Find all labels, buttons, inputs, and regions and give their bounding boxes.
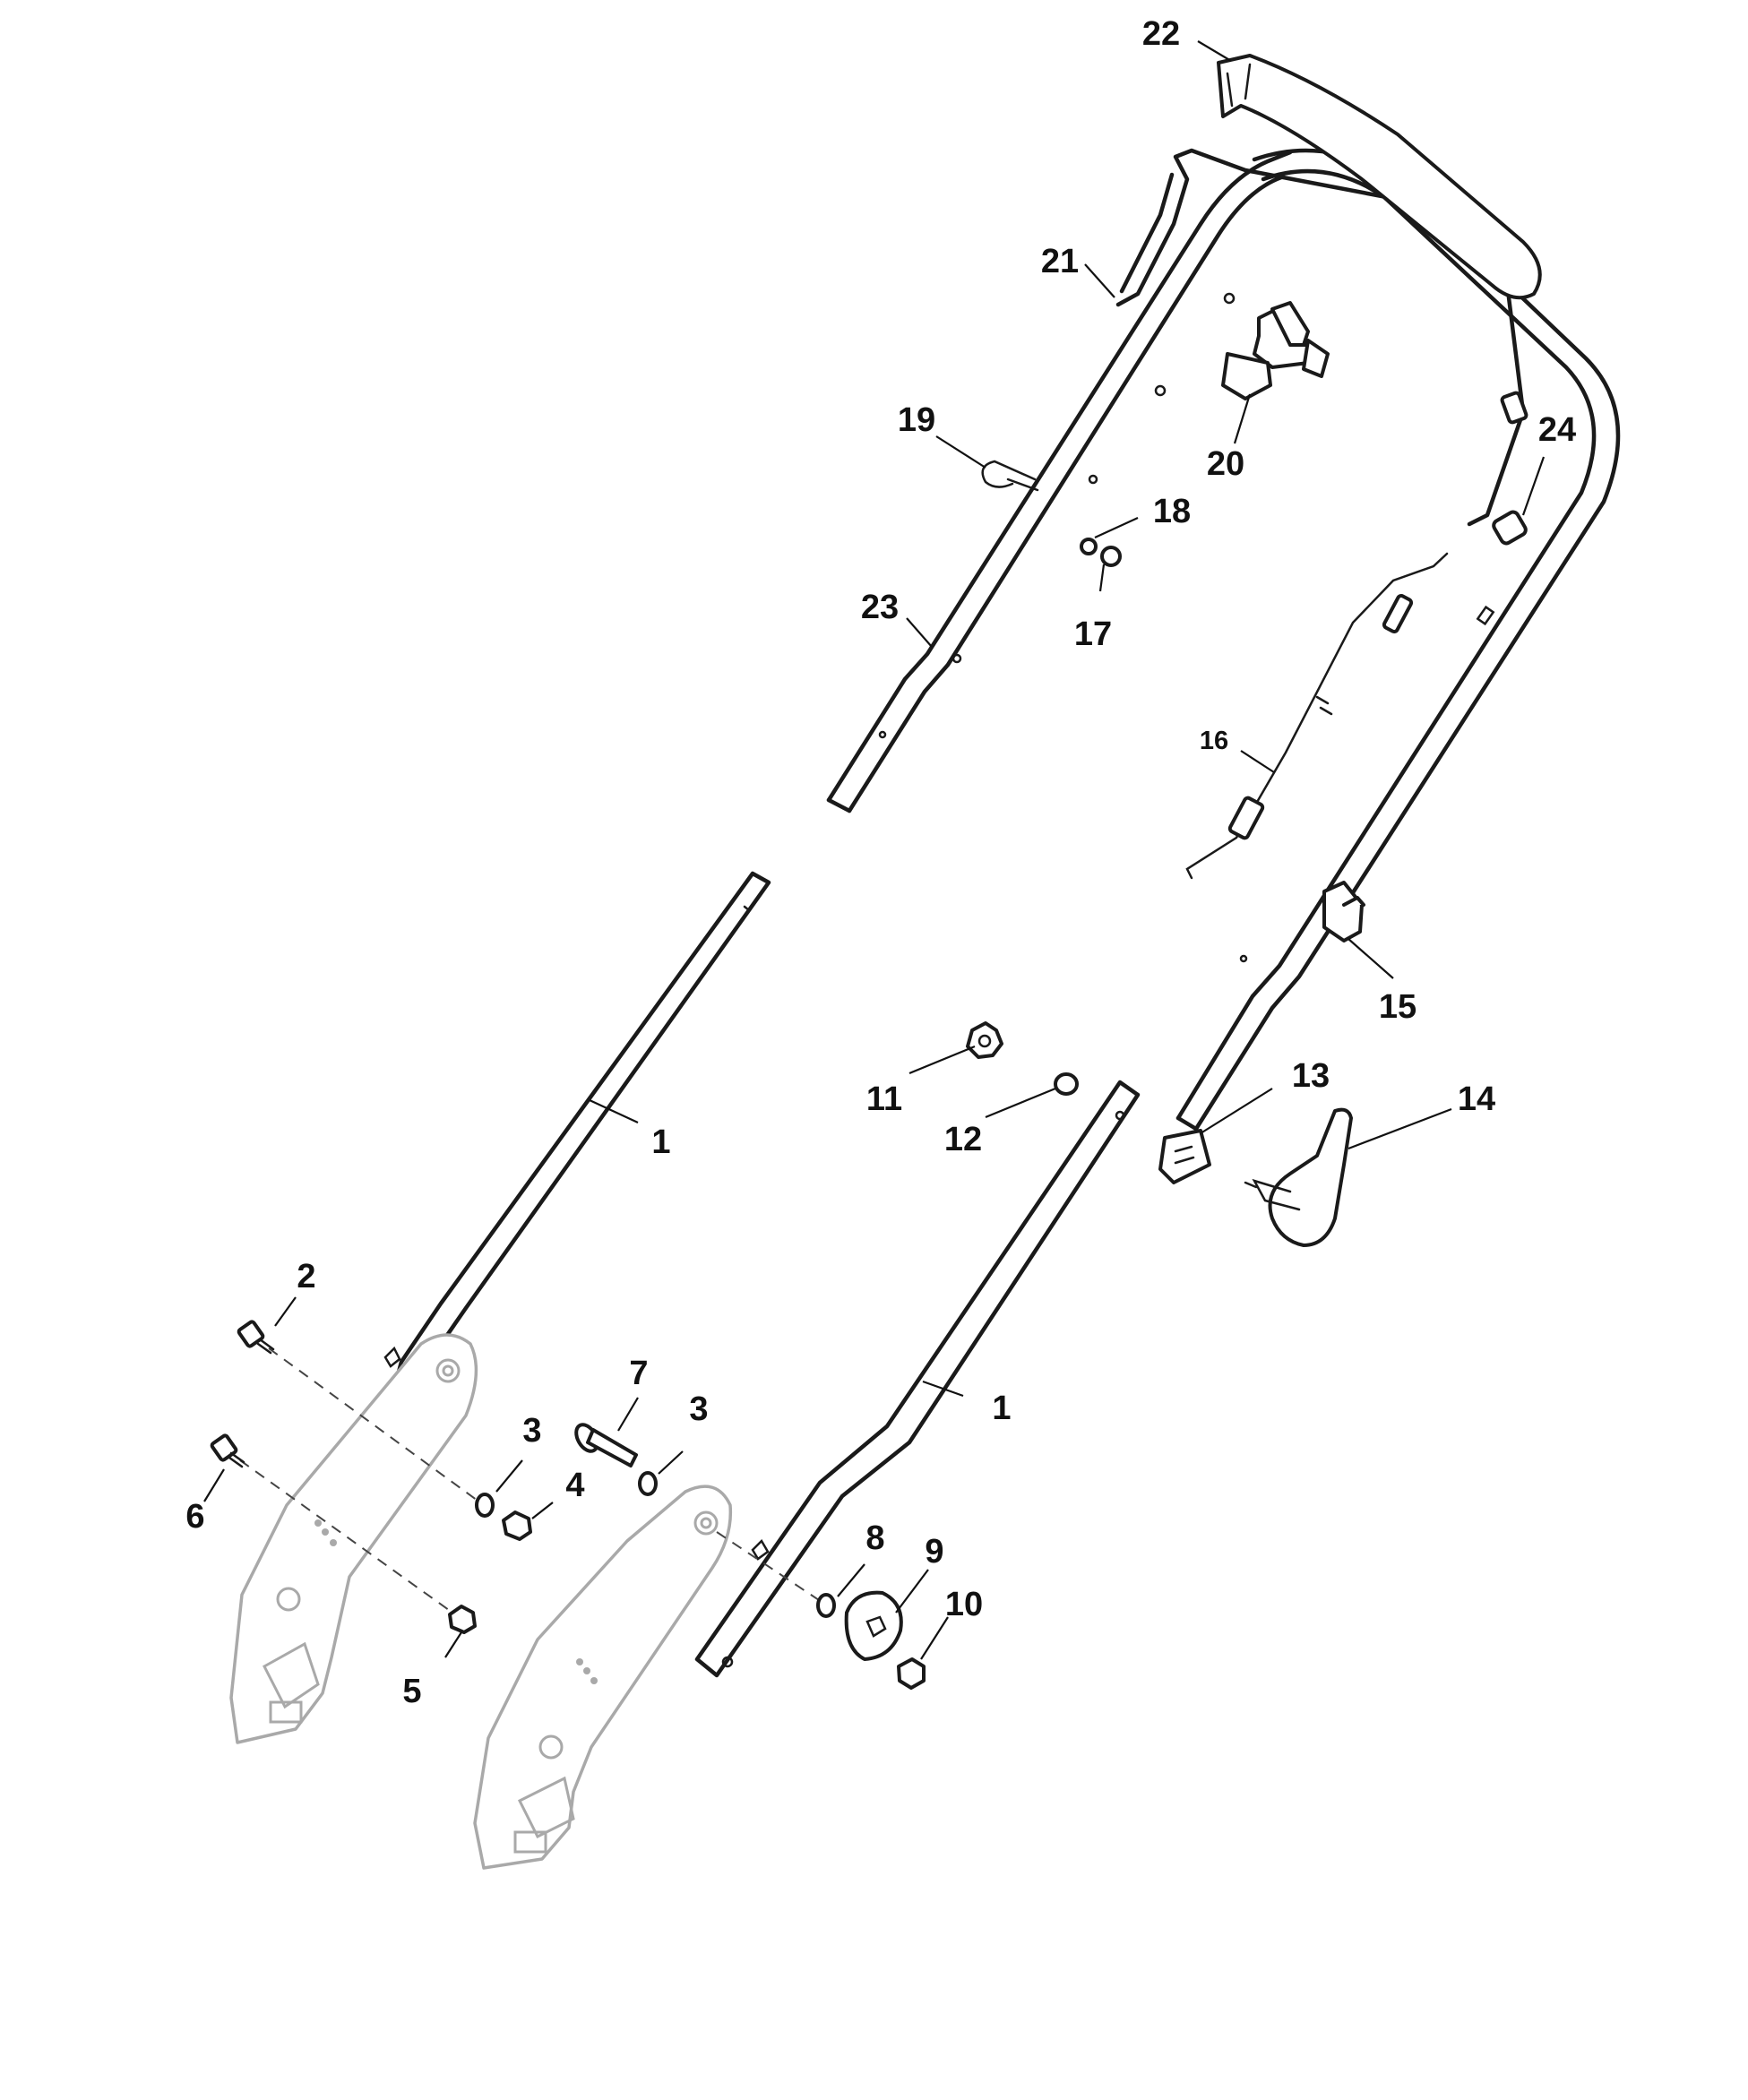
nut-4 — [502, 1510, 532, 1541]
callout-18: 18 — [1153, 493, 1191, 530]
callout-9: 9 — [925, 1533, 943, 1571]
callout-5: 5 — [402, 1673, 421, 1710]
bolt-2 — [237, 1320, 275, 1355]
handle-grip — [1217, 54, 1542, 300]
nut-10 — [897, 1657, 926, 1690]
callout-6: 6 — [185, 1498, 204, 1536]
spacer-12 — [1054, 1072, 1079, 1096]
callout-1-right: 1 — [992, 1390, 1011, 1427]
callout-15: 15 — [1379, 988, 1416, 1026]
hook-bolt-19 — [981, 460, 1039, 492]
assembly-line-bolt8 — [716, 1531, 825, 1605]
callout-4: 4 — [565, 1467, 584, 1504]
callout-11: 11 — [866, 1080, 902, 1118]
callout-17: 17 — [1074, 615, 1112, 653]
bracket-13 — [1158, 1129, 1211, 1184]
washer-3-left — [475, 1493, 495, 1518]
callout-1-left: 1 — [651, 1123, 670, 1161]
side-bracket-left-ghost — [229, 1333, 478, 1744]
callout-19: 19 — [898, 401, 935, 439]
callout-16: 16 — [1200, 727, 1228, 755]
callout-7: 7 — [629, 1355, 648, 1392]
lever-14 — [1244, 1107, 1353, 1247]
callout-22: 22 — [1142, 15, 1180, 53]
nut-17 — [1100, 546, 1122, 567]
lower-handle-tube-right — [694, 1080, 1141, 1678]
cable-clip-20 — [1221, 301, 1330, 400]
upper-handle — [826, 148, 1621, 1132]
cable-guide-15 — [1322, 881, 1365, 942]
callout-21: 21 — [1041, 243, 1079, 280]
nut-5 — [448, 1605, 477, 1634]
callout-2: 2 — [297, 1258, 315, 1295]
side-bracket-right-ghost — [473, 1485, 733, 1870]
callout-23: 23 — [861, 589, 899, 626]
bolt-6 — [210, 1433, 245, 1468]
washer-18 — [1080, 538, 1098, 555]
washer-3-right — [638, 1471, 658, 1496]
callout-10: 10 — [945, 1586, 983, 1623]
callout-13: 13 — [1292, 1057, 1330, 1095]
knob-9 — [844, 1590, 903, 1661]
washer-8 — [816, 1593, 836, 1618]
callout-12: 12 — [944, 1121, 982, 1158]
callout-14: 14 — [1458, 1080, 1495, 1118]
callout-24: 24 — [1538, 411, 1576, 449]
callout-20: 20 — [1207, 445, 1244, 483]
throttle-cable-16 — [1185, 552, 1449, 880]
callout-3-left: 3 — [522, 1412, 541, 1450]
assembly-line-bolt2 — [268, 1347, 485, 1506]
callout-3-right: 3 — [689, 1390, 708, 1428]
knob-11 — [966, 1021, 1003, 1059]
assembly-line-bolt6 — [239, 1459, 453, 1614]
carriage-bolt-7 — [574, 1423, 638, 1467]
callout-8: 8 — [865, 1519, 884, 1557]
control-bail — [1115, 148, 1528, 546]
